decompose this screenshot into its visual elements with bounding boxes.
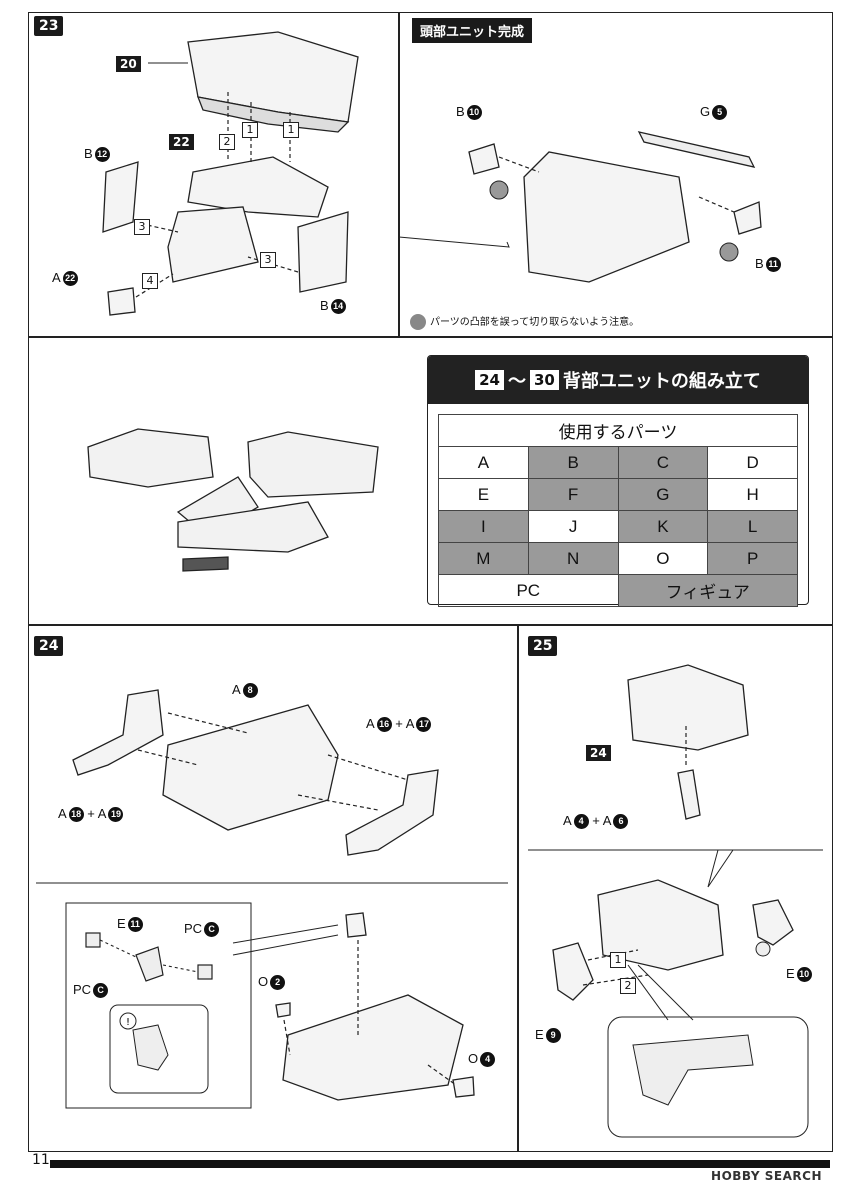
part-cell: C <box>617 446 709 479</box>
parts-table: 使用するパーツ A B C D E F G H I J K L M N O P … <box>438 414 798 607</box>
svg-text:!: ! <box>126 1017 130 1028</box>
part-cell: E <box>438 478 529 511</box>
step-24-number: 24 <box>34 636 64 656</box>
label-part-24: 24 <box>586 745 611 761</box>
parts-list-header: 24 ～ 30 背部ユニットの組み立て <box>428 356 808 404</box>
caution-icon <box>410 314 426 330</box>
step-23-number: 23 <box>34 16 64 36</box>
part-cell-pc: PC <box>438 574 619 607</box>
parts-row: PC フィギュア <box>438 574 798 607</box>
step-23-illustration <box>102 31 359 316</box>
part-cell: D <box>707 446 798 479</box>
parts-row: M N O P <box>438 542 798 575</box>
caution-note: パーツの凸部を誤って切り取らないよう注意。 <box>410 313 639 330</box>
range-start: 24 <box>475 370 504 390</box>
order-box-3a: 3 <box>134 219 150 235</box>
order-box-3b: 3 <box>260 252 276 268</box>
part-cell: M <box>438 542 529 575</box>
range-end: 30 <box>530 370 559 390</box>
range-tilde: ～ <box>508 371 526 392</box>
step-25-number: 25 <box>528 636 558 656</box>
page-number: 11 <box>32 1152 50 1168</box>
parts-row: A B C D <box>438 446 798 479</box>
footer-brush-line <box>50 1160 830 1168</box>
order-box-1a: 1 <box>242 122 258 138</box>
step-25-illustration <box>528 664 823 1138</box>
order-box-2: 2 <box>219 134 235 150</box>
part-cell: A <box>438 446 529 479</box>
hobby-search-watermark: HOBBY SEARCH <box>711 1169 822 1183</box>
step-24-illustration: ! <box>36 689 508 1109</box>
order-box-25-1: 1 <box>610 952 626 968</box>
parts-list-box: 24 ～ 30 背部ユニットの組み立て 使用するパーツ A B C D E F … <box>427 355 809 607</box>
order-box-25-2: 2 <box>620 978 636 994</box>
part-cell: P <box>707 542 798 575</box>
head-complete-illustration <box>398 12 762 283</box>
head-unit-complete-title: 頭部ユニット完成 <box>412 18 533 43</box>
order-box-1b: 1 <box>283 122 299 138</box>
section-title: 背部ユニットの組み立て <box>562 371 761 392</box>
part-cell: G <box>617 478 709 511</box>
order-box-4: 4 <box>142 273 158 289</box>
part-cell: J <box>527 510 619 543</box>
part-cell: L <box>707 510 798 543</box>
part-cell: I <box>438 510 529 543</box>
label-part-20: 20 <box>116 56 141 72</box>
part-cell: F <box>527 478 619 511</box>
label-part-22: 22 <box>169 134 194 150</box>
part-cell: O <box>617 542 709 575</box>
part-cell: H <box>707 478 798 511</box>
part-cell: B <box>527 446 619 479</box>
part-cell-figure: フィギュア <box>617 574 798 607</box>
parts-row: E F G H <box>438 478 798 511</box>
parts-row: I J K L <box>438 510 798 543</box>
part-cell: N <box>527 542 619 575</box>
back-unit-illustration <box>87 428 379 572</box>
parts-table-header: 使用するパーツ <box>438 414 798 447</box>
part-cell: K <box>617 510 709 543</box>
